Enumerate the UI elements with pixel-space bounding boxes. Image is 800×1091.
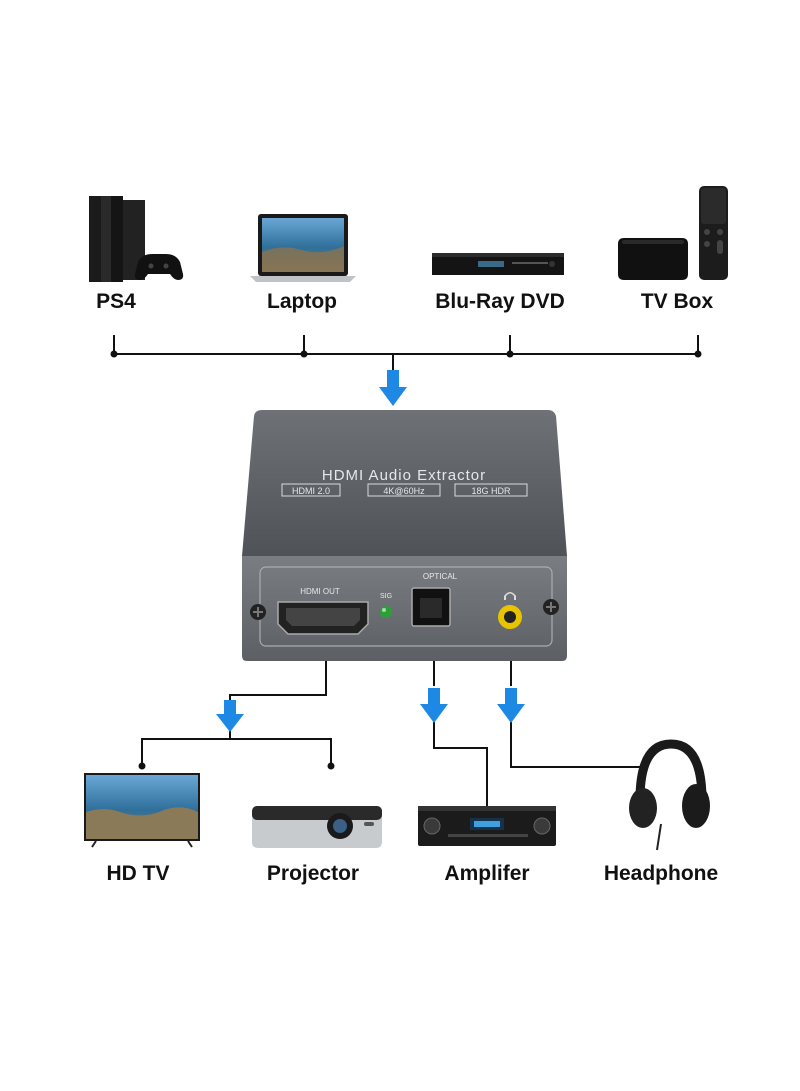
output-lines: [141, 661, 642, 806]
output-label-hdtv: HD TV: [106, 862, 170, 885]
port-label-hdmi-out: HDMI OUT: [300, 587, 340, 596]
laptop-icon: [250, 214, 356, 282]
source-label-ps4: PS4: [96, 290, 136, 313]
output-label-projector: Projector: [266, 862, 360, 885]
amplifier-icon: [418, 806, 556, 846]
ps4-console-icon: [89, 196, 184, 282]
hdmi-audio-extractor-device: [242, 410, 567, 661]
tv-box-icon: [618, 186, 728, 280]
headphone-output-arrow: [497, 688, 525, 723]
device-badges: HDMI 2.0 4K@60Hz 18G HDR: [281, 483, 528, 497]
port-label-optical: OPTICAL: [423, 572, 458, 581]
source-label-tvbox: TV Box: [640, 290, 714, 313]
bluray-player-icon: [432, 253, 564, 275]
output-dots: [138, 762, 335, 770]
projector-icon: [252, 806, 382, 848]
input-arrow: [379, 370, 407, 406]
headphone-icon: [629, 739, 710, 851]
output-label-headphone: Headphone: [603, 862, 719, 885]
tv-icon: [84, 773, 200, 848]
badge-hdr: 18G HDR: [471, 486, 511, 496]
optical-output-arrow: [420, 688, 448, 723]
badge-hdmi: HDMI 2.0: [292, 486, 330, 496]
source-label-bluray: Blu-Ray DVD: [435, 290, 565, 313]
source-label-laptop: Laptop: [267, 290, 337, 313]
source-bus-lines: [113, 335, 699, 370]
hdmi-output-arrow: [216, 700, 244, 732]
source-dots: [110, 350, 702, 358]
port-label-sig: SIG: [380, 593, 392, 600]
badge-resolution: 4K@60Hz: [383, 486, 425, 496]
output-label-amplifer: Amplifer: [444, 862, 530, 885]
device-title: HDMI Audio Extractor: [322, 467, 486, 484]
